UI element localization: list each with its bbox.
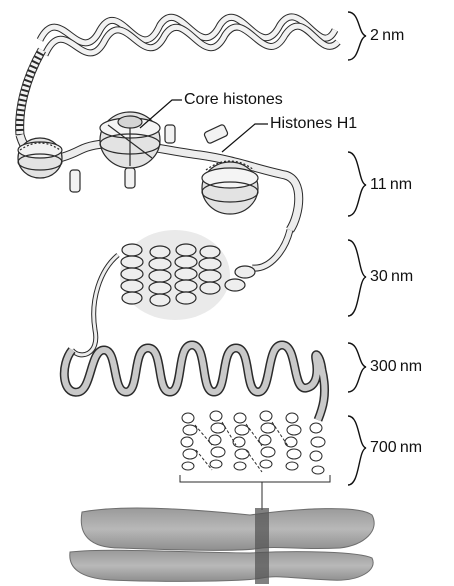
bracket-2nm — [348, 12, 366, 60]
looped-domains-300nm — [64, 345, 324, 420]
scale-brackets — [348, 12, 366, 485]
solenoid-fiber-30nm — [72, 230, 290, 355]
bracket-30nm — [348, 240, 366, 316]
histone-h1 — [203, 124, 228, 144]
bracket-300nm — [348, 343, 366, 392]
beads-on-a-string — [18, 112, 299, 230]
scale-label-700nm: 700 nm — [370, 439, 422, 457]
histone-h1 — [125, 168, 135, 188]
bracket-700nm — [348, 416, 366, 485]
scale-label-2nm: 2 nm — [370, 27, 404, 45]
histones-h1-label: Histones H1 — [270, 115, 357, 133]
core-histones-label: Core histones — [184, 91, 283, 109]
nucleosome — [202, 161, 258, 214]
metaphase-chromosome — [70, 508, 374, 584]
condensed-section-700nm — [180, 411, 330, 510]
nucleosome — [18, 138, 62, 178]
histone-h1 — [70, 170, 80, 192]
dna-double-helix — [40, 17, 338, 55]
scale-label-30nm: 30 nm — [370, 268, 413, 286]
dna-strand-left — [20, 50, 42, 135]
nucleosome-core — [100, 112, 160, 168]
centromere-band — [255, 508, 269, 584]
scale-label-11nm: 11 nm — [370, 176, 412, 194]
scale-label-300nm: 300 nm — [370, 358, 422, 376]
histone-h1 — [165, 125, 175, 143]
bracket-11nm — [348, 152, 366, 216]
